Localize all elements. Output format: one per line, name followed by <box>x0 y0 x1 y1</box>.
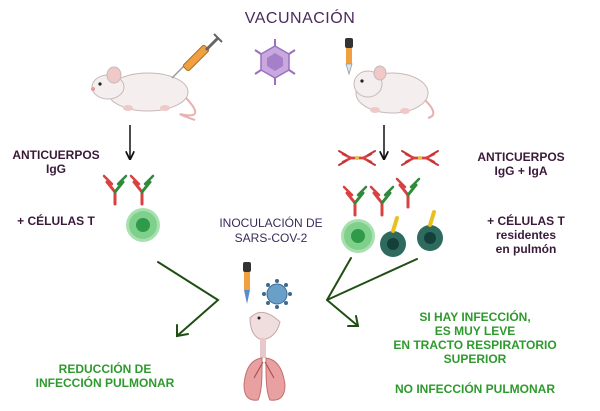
tcell-right-icon <box>341 219 375 253</box>
coronavirus-icon <box>262 279 292 309</box>
left-tcells-label: + CÉLULAS T <box>17 214 95 228</box>
antibody-iga-right-icon <box>337 149 440 167</box>
dropper-center-icon <box>243 262 251 304</box>
right-outcome-mild-label: SI HAY INFECCIÓN, ES MUY LEVE EN TRACTO … <box>393 310 557 366</box>
page-title: VACUNACIÓN <box>244 10 356 27</box>
right-outcome-lung-label: NO INFECCIÓN PULMONAR <box>395 382 555 396</box>
right-antibodies-label: ANTICUERPOS IgG + IgA <box>477 150 565 178</box>
resident-tcell-icon <box>378 210 445 259</box>
mouse-left-icon <box>91 66 197 121</box>
right-tcells-label: + CÉLULAS T residentes en pulmón <box>487 214 565 256</box>
mouse-head-icon <box>249 311 281 358</box>
syringe-icon <box>171 33 223 79</box>
dropper-right-icon <box>345 38 353 76</box>
virus-icon <box>254 39 296 85</box>
antibody-igg-right-icon <box>342 177 421 217</box>
arrow-left-outcome <box>157 261 220 338</box>
inoculation-label: INOCULACIÓN DE SARS-COV-2 <box>219 216 323 245</box>
mouse-right-icon <box>353 65 435 119</box>
tcell-left-icon <box>126 208 160 242</box>
arrow-right-outcome <box>326 257 418 327</box>
lungs-icon <box>243 357 286 401</box>
left-outcome-label: REDUCCIÓN DE INFECCIÓN PULMONAR <box>35 362 175 390</box>
antibody-igg-left-icon <box>102 174 155 206</box>
left-antibodies-label: ANTICUERPOS IgG <box>12 148 100 176</box>
